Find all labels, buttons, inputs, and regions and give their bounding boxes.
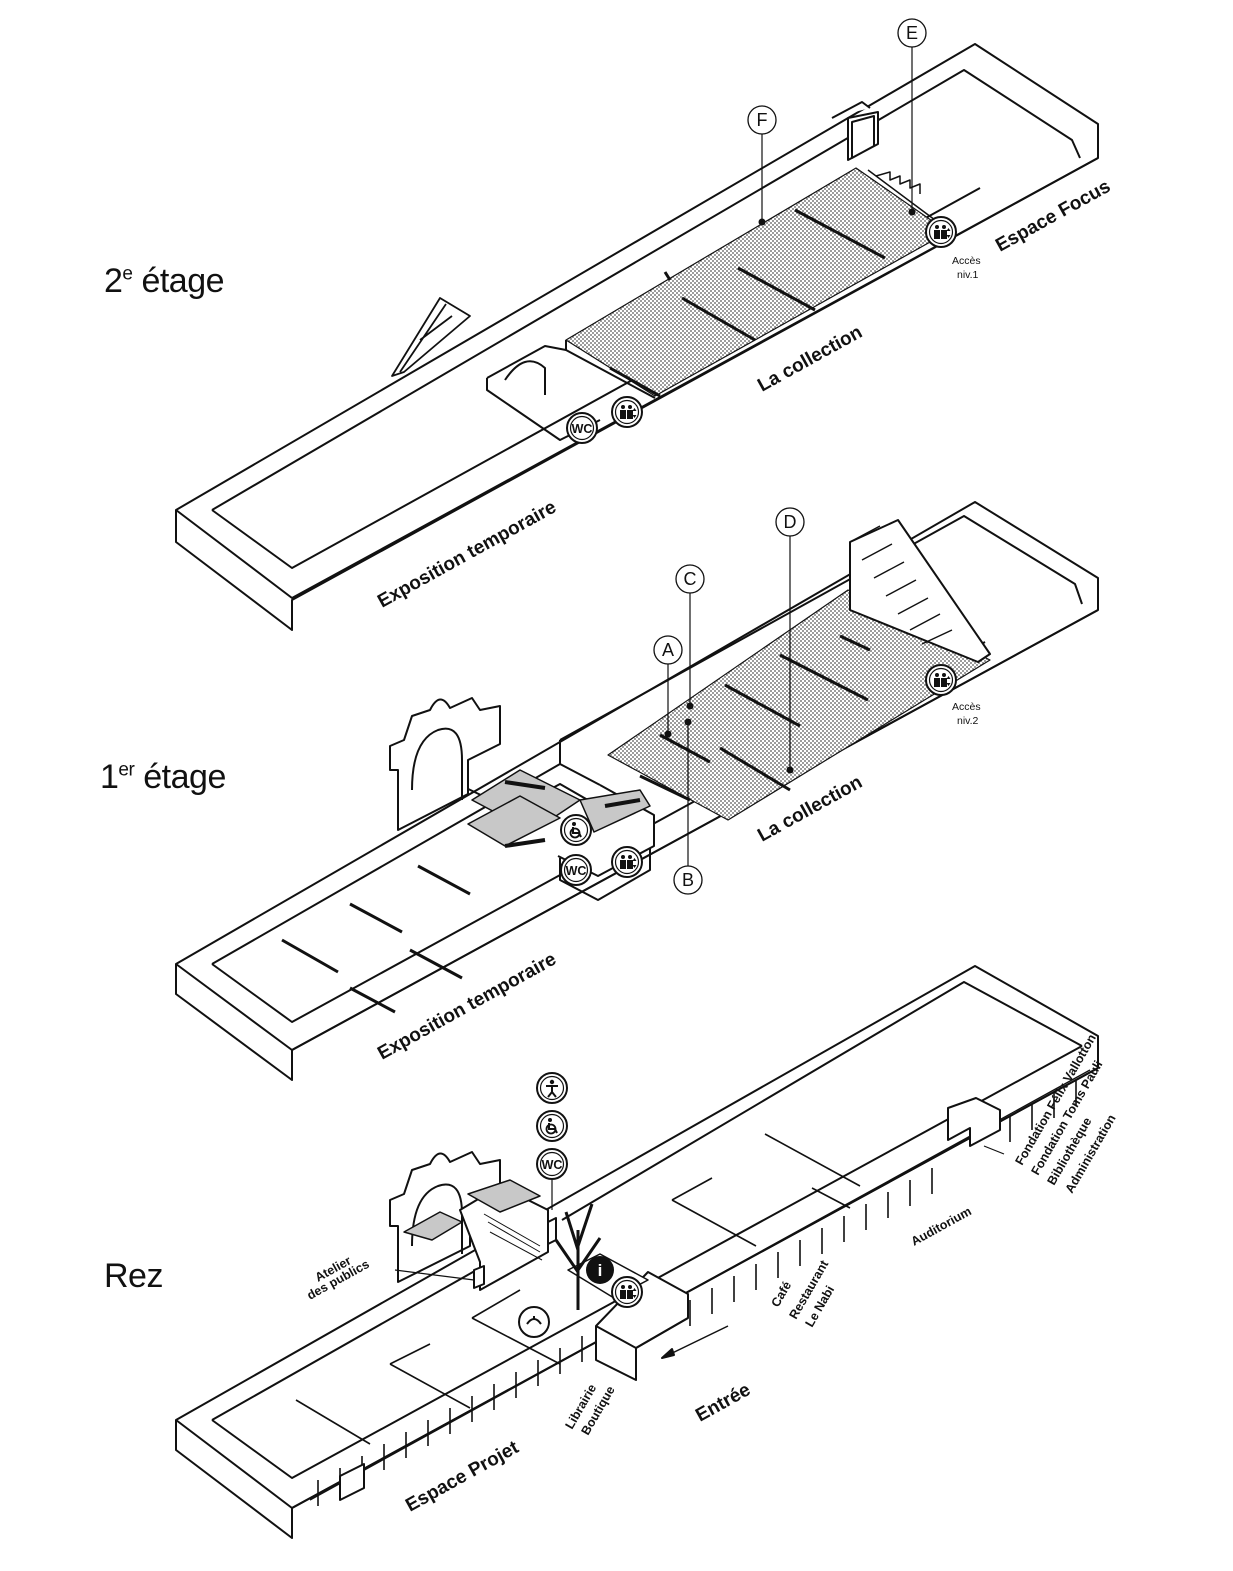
svg-text:B: B [682,870,694,890]
elevator-icon[interactable] [611,846,643,878]
cloakroom-icon[interactable] [518,1306,550,1338]
floor-title-ground: Rez [104,1257,163,1295]
second-floor [175,43,1099,631]
elevator-icon[interactable] [611,1276,643,1308]
marker-a[interactable]: A [653,635,683,665]
tree-icon [554,1203,602,1310]
first-floor [175,501,1099,1081]
elevator-icon[interactable] [611,396,643,428]
label-entree: Entrée [692,1379,754,1426]
wc-icon[interactable]: WC [536,1148,568,1180]
wheelchair-icon[interactable] [536,1110,568,1142]
svg-text:WC: WC [572,422,593,436]
ground-floor-outline [175,965,1099,1539]
floor-title-second: 2e étage [104,262,225,300]
acces-label-niv1: Accès [952,255,981,267]
acces-label-niv2: Accès [952,701,981,713]
svg-text:WC: WC [542,1158,563,1172]
svg-text:E: E [906,23,918,43]
baby-change-icon[interactable] [536,1072,568,1104]
svg-text:A: A [662,640,674,660]
marker-e[interactable]: E [897,18,927,48]
svg-text:C: C [684,569,697,589]
info-icon[interactable]: i [586,1256,614,1284]
acces-label-niv2-level: niv.2 [957,715,979,727]
arch-gate-icon [389,697,501,831]
acces-label-niv1-level: niv.1 [957,269,979,281]
wc-icon[interactable]: WC [566,412,598,444]
elevator-icon[interactable] [925,664,957,696]
wheelchair-icon[interactable] [560,814,592,846]
label-cafe: Café [768,1279,794,1310]
wc-icon[interactable]: WC [560,854,592,886]
svg-text:i: i [598,1261,603,1280]
elevator-icon[interactable] [925,216,957,248]
marker-c[interactable]: C [675,564,705,594]
svg-text:F: F [757,110,768,130]
svg-text:D: D [784,512,797,532]
ground-floor [175,965,1099,1539]
marker-d[interactable]: D [775,507,805,537]
marker-f[interactable]: F [747,105,777,135]
label-auditorium: Auditorium [909,1204,974,1249]
floor-title-first: 1er étage [100,758,226,796]
marker-b[interactable]: B [673,865,703,895]
label-espace-projet: Espace Projet [402,1437,523,1517]
svg-text:WC: WC [566,864,587,878]
